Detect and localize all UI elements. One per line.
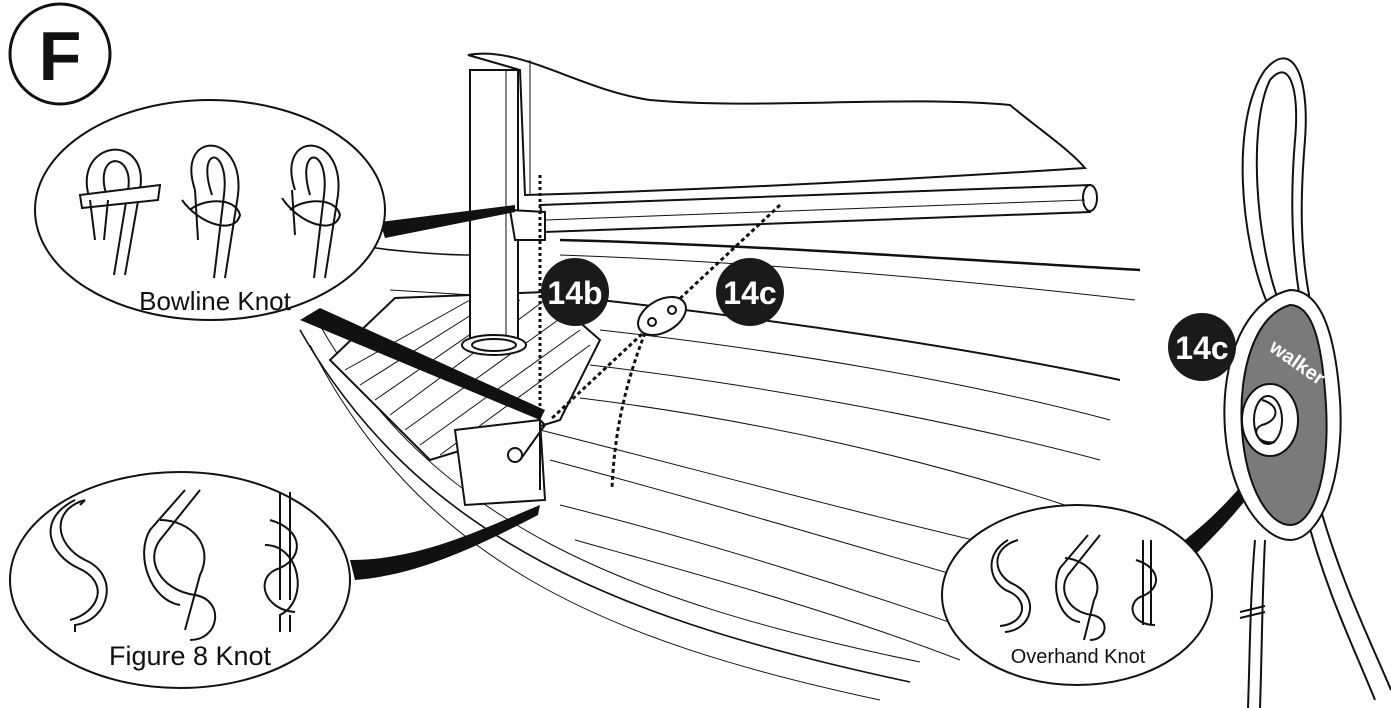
- figure8-knot-bubble: Figure 8 Knot: [9, 471, 351, 689]
- bowline-knot-bubble: Bowline Knot: [34, 99, 386, 321]
- callout-14b-text: 14b: [547, 275, 602, 311]
- sail: [467, 52, 1088, 197]
- figure8-knot-step-3: [263, 492, 299, 632]
- figure8-knot-label: Figure 8 Knot: [109, 641, 272, 671]
- step-letter: F: [39, 17, 82, 95]
- callout-14c-detail: 14c: [1168, 313, 1236, 381]
- overhand-knot-step-1: [990, 539, 1032, 633]
- overhand-knot-bubble: Overhand Knot: [941, 504, 1213, 686]
- callout-14c: 14c: [716, 258, 784, 326]
- boom: [508, 183, 1098, 241]
- figure8-knot-step-1: [49, 499, 108, 632]
- bowline-knot-step-3: [281, 144, 342, 279]
- step-badge: F: [8, 2, 112, 106]
- block-small: [637, 296, 687, 336]
- bowline-knot-step-1: [78, 148, 162, 276]
- bowline-knot-label: Bowline Knot: [139, 286, 292, 316]
- bow-deck: [328, 290, 602, 507]
- bowline-knot-step-2: [181, 144, 242, 279]
- overhand-knot-step-3: [1131, 540, 1157, 626]
- overhand-knot-label: Overhand Knot: [1011, 646, 1146, 668]
- figure8-knot-step-2: [143, 489, 217, 641]
- callout-14b: 14b: [541, 258, 609, 326]
- callout-14c-detail-text: 14c: [1175, 330, 1228, 366]
- walker-block: walker: [1223, 288, 1342, 542]
- overhand-knot-step-2: [1055, 534, 1106, 641]
- callout-14c-text: 14c: [723, 275, 776, 311]
- detail-rope: [1239, 57, 1391, 708]
